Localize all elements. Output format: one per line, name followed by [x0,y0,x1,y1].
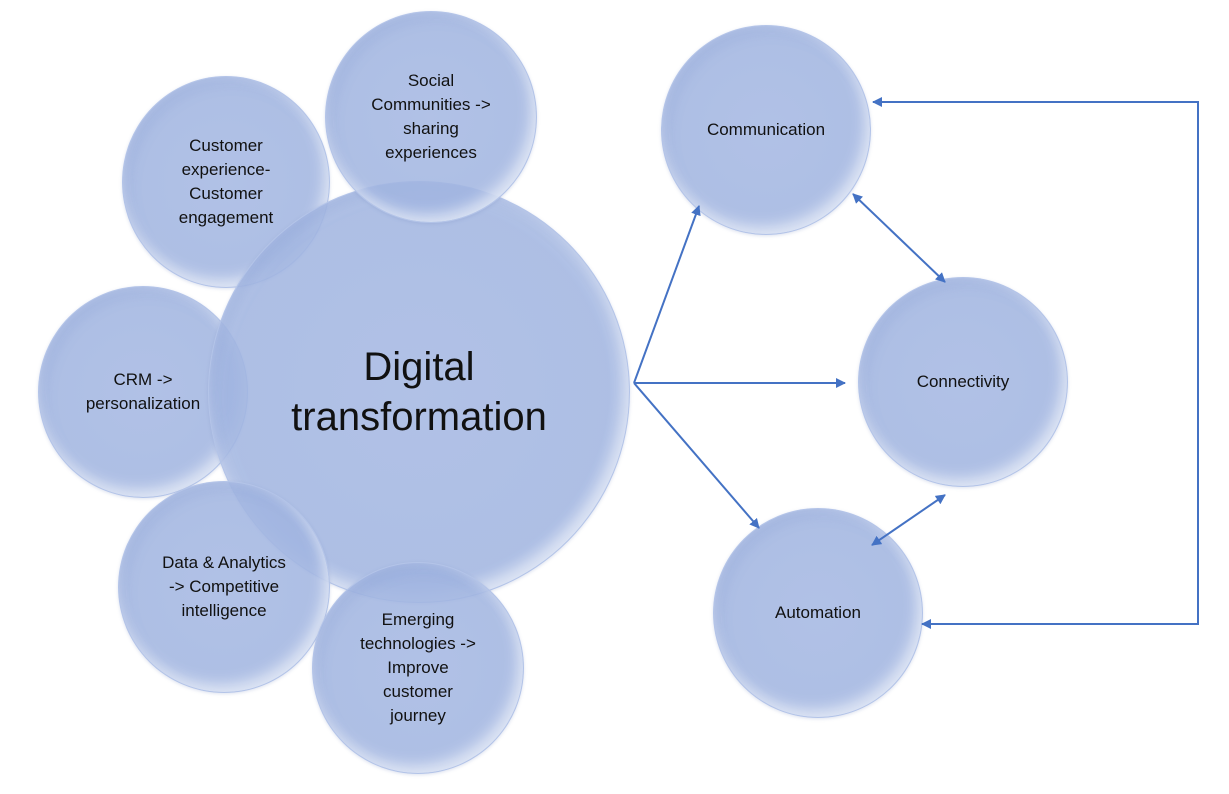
arrow-to-communication [633,205,701,384]
automation-label: Automation [775,603,861,622]
arrow-to-automation [633,382,760,529]
customer-experience-label: Customer experience- Customer engagement [178,136,274,227]
arrow-communication-connectivity [852,193,946,283]
data-analytics-label: Data & Analytics -> Competitive intellig… [162,553,286,620]
connectivity-label: Connectivity [916,372,1010,391]
customer-experience-bubble: Customer experience- Customer engagement [122,76,330,288]
communication-label: Communication [706,120,826,139]
crm-label: CRM -> personalization [85,370,201,413]
emerging-technologies-bubble: Emerging technologies -> Improve custome… [312,562,524,774]
emerging-technologies-label: Emerging technologies -> Improve custome… [360,610,476,725]
social-communities-label: Social Communities -> sharing experience… [371,71,491,162]
communication-bubble: Communication [661,25,871,235]
arrow-automation-connectivity [871,494,946,546]
digital-transformation-label: Digital transformation [291,345,547,439]
data-analytics-bubble: Data & Analytics -> Competitive intellig… [118,481,330,693]
feedback-loop-arrow [872,97,1199,629]
social-communities-bubble: Social Communities -> sharing experience… [325,11,537,223]
